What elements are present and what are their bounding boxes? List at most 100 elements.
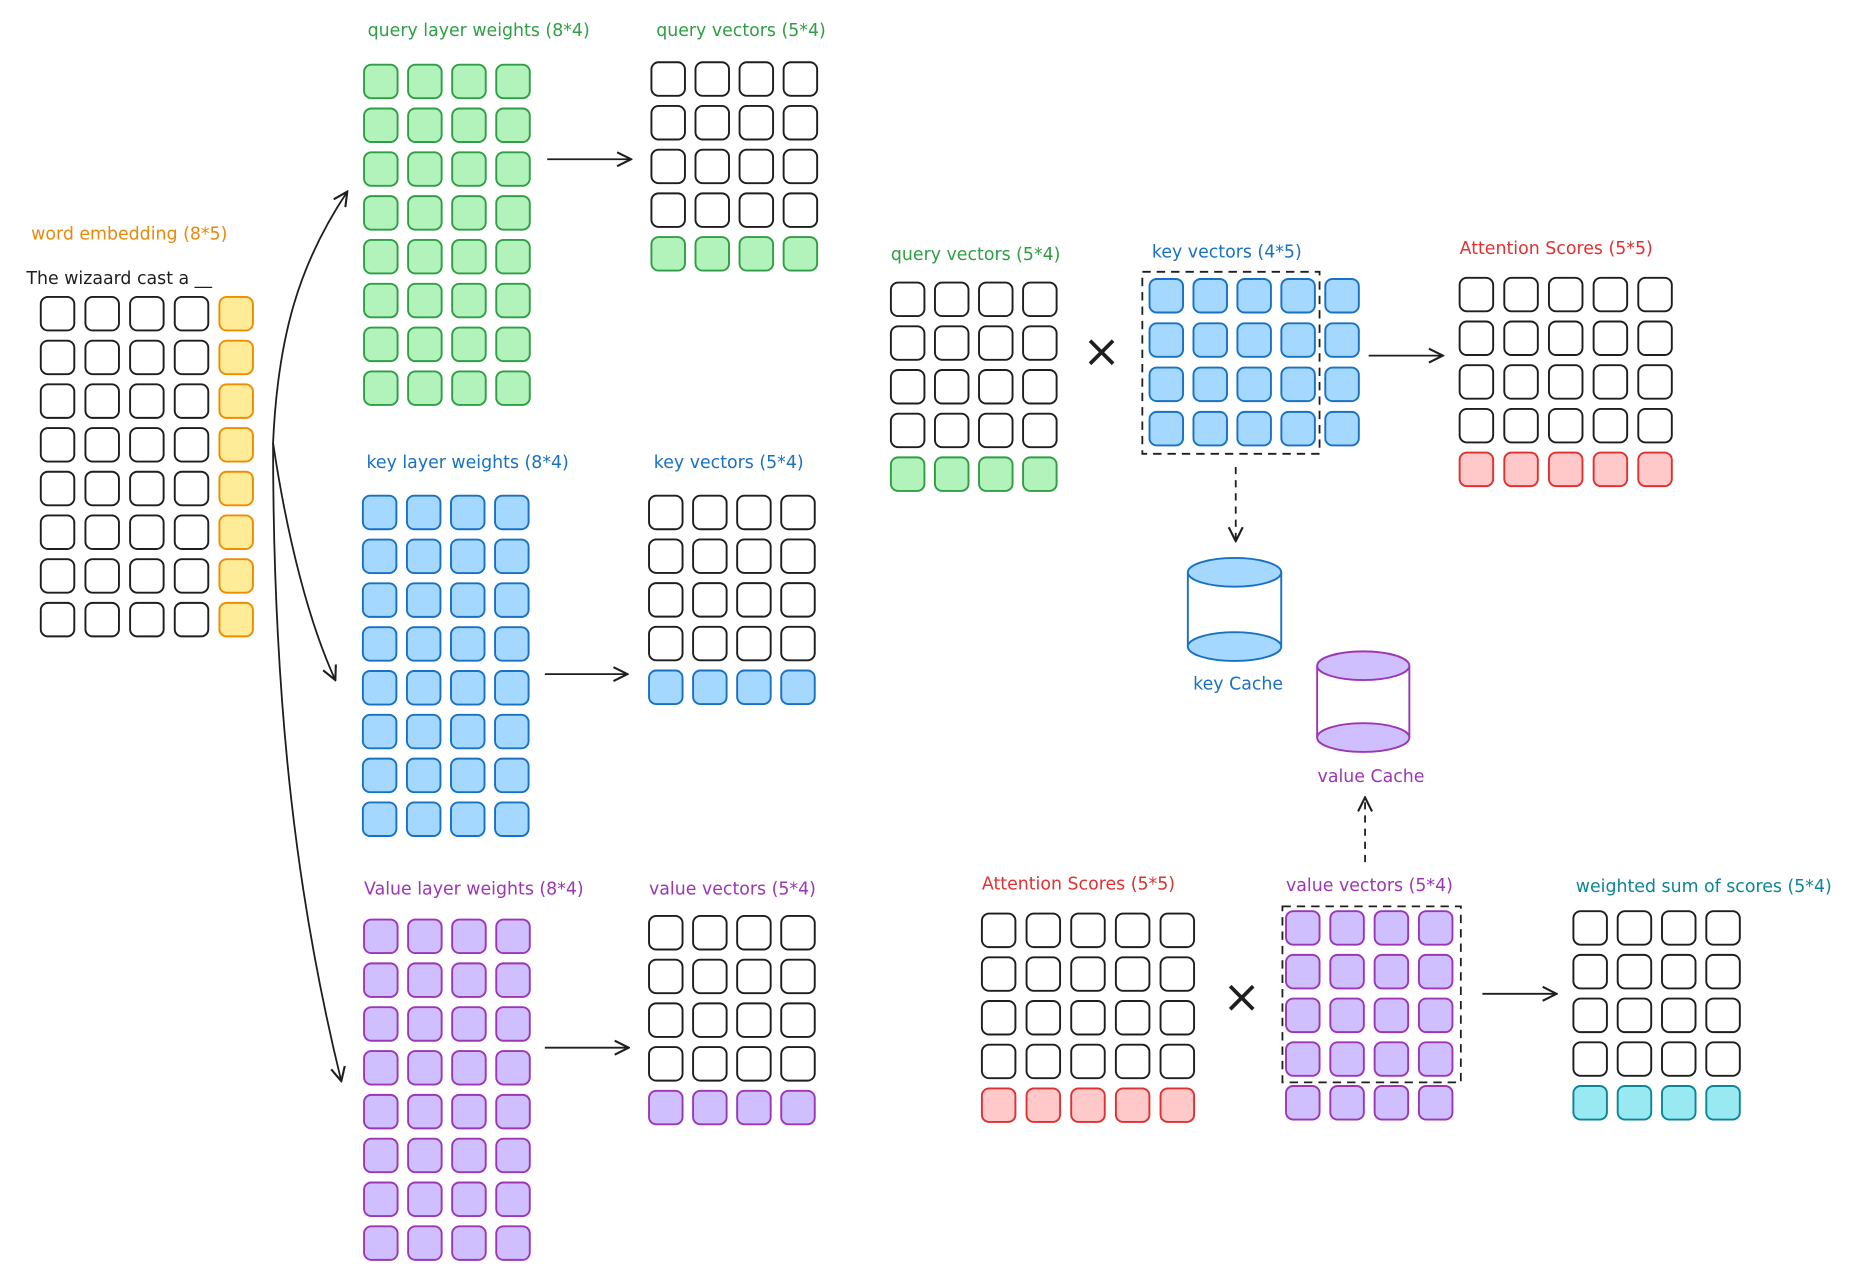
matrix-cell <box>495 195 531 231</box>
matrix-cell <box>1417 1041 1454 1077</box>
matrix-cell <box>1572 1041 1608 1077</box>
matrix-cell <box>1159 1087 1196 1123</box>
matrix-cell <box>218 383 254 419</box>
matrix-cell <box>933 456 970 492</box>
matrix-cell <box>1616 1041 1653 1077</box>
matrix-cell <box>1373 953 1410 990</box>
matrix-cell <box>363 962 399 998</box>
matrix-cell <box>782 236 819 272</box>
matrix-cell <box>1503 276 1539 313</box>
matrix-cell <box>495 238 531 275</box>
key-weights-label: key layer weights (8*4) <box>366 453 568 473</box>
attention-scores-2-matrix <box>980 912 1196 1123</box>
sentence-text: The wizaard cast a __ <box>25 269 212 289</box>
matrix-cell <box>363 195 399 231</box>
matrix-cell <box>889 456 926 492</box>
matrix-cell <box>1114 956 1151 992</box>
matrix-cell <box>694 61 730 97</box>
matrix-cell <box>780 1046 816 1082</box>
matrix-cell <box>692 958 728 995</box>
matrix-cell <box>495 1050 531 1086</box>
matrix-cell <box>1458 276 1495 313</box>
matrix-cell <box>738 148 775 185</box>
query-vectors-matrix <box>650 61 819 272</box>
matrix-cell <box>1022 412 1058 449</box>
matrix-cell <box>407 63 443 100</box>
matrix-cell <box>405 670 442 706</box>
matrix-cell <box>1285 997 1321 1034</box>
matrix-cell <box>738 61 775 97</box>
matrix-cell <box>407 282 443 319</box>
matrix-cell <box>1592 320 1629 356</box>
matrix-cell <box>780 494 816 531</box>
matrix-cell <box>1192 278 1228 314</box>
matrix-cell <box>648 915 684 951</box>
matrix-cell <box>494 713 530 750</box>
matrix-cell <box>1148 366 1185 403</box>
matrix-cell <box>738 236 775 272</box>
matrix-cell <box>694 105 730 141</box>
matrix-cell <box>450 801 486 837</box>
matrix-cell <box>1616 953 1653 990</box>
multiply-icon: × <box>1223 970 1261 1023</box>
matrix-cell <box>1070 1000 1106 1036</box>
matrix-cell <box>451 238 487 275</box>
matrix-cell <box>1661 953 1697 990</box>
matrix-cell <box>648 625 684 662</box>
matrix-cell <box>363 282 399 319</box>
matrix-cell <box>1025 1043 1062 1080</box>
matrix-cell <box>1637 451 1673 488</box>
matrix-cell <box>736 669 772 706</box>
matrix-cell <box>1114 1000 1151 1036</box>
matrix-cell <box>1705 910 1741 946</box>
matrix-cell <box>361 713 398 750</box>
matrix-cell <box>84 514 120 550</box>
value-vectors-matrix <box>648 915 816 1126</box>
matrix-cell <box>1285 910 1321 946</box>
matrix-cell <box>1417 953 1454 990</box>
matrix-cell <box>129 295 165 332</box>
matrix-cell <box>648 582 684 618</box>
matrix-cell <box>1572 953 1608 990</box>
matrix-cell <box>1285 953 1321 990</box>
matrix-cell <box>361 626 398 662</box>
matrix-cell <box>363 151 399 187</box>
matrix-cell <box>39 339 76 376</box>
matrix-cell <box>692 582 728 618</box>
matrix-cell <box>978 281 1014 318</box>
matrix-cell <box>84 295 120 332</box>
matrix-cell <box>39 427 76 463</box>
matrix-cell <box>405 494 442 531</box>
matrix-cell <box>1285 1085 1321 1121</box>
matrix-cell <box>173 601 210 638</box>
matrix-cell <box>1572 997 1608 1034</box>
matrix-cell <box>1458 407 1495 444</box>
matrix-cell <box>495 1093 531 1130</box>
matrix-cell <box>1236 278 1272 314</box>
value-vectors-2-label: value vectors (5*4) <box>1286 876 1453 896</box>
key-vectors-selection-box <box>1141 270 1321 455</box>
arrow-to-query-weights <box>272 192 347 444</box>
query-weights-label: query layer weights (8*4) <box>368 21 590 41</box>
matrix-cell <box>1192 410 1228 447</box>
matrix-cell <box>648 1046 684 1082</box>
matrix-cell <box>405 757 442 794</box>
matrix-cell <box>738 105 775 141</box>
matrix-cell <box>1637 320 1673 356</box>
matrix-cell <box>407 1225 443 1261</box>
matrix-cell <box>1637 407 1673 444</box>
matrix-cell <box>1503 320 1539 356</box>
matrix-cell <box>648 669 684 706</box>
query-weights-matrix <box>363 63 531 406</box>
matrix-cell <box>84 470 120 507</box>
matrix-cell <box>407 918 443 955</box>
matrix-cell <box>363 326 399 363</box>
matrix-cell <box>648 494 684 531</box>
matrix-cell <box>1329 1085 1365 1121</box>
matrix-cell <box>1329 910 1365 946</box>
matrix-cell <box>129 601 165 638</box>
matrix-cell <box>780 1089 816 1126</box>
value-weights-label: Value layer weights (8*4) <box>364 879 584 899</box>
matrix-cell <box>405 626 442 662</box>
matrix-cell <box>1661 1085 1697 1121</box>
